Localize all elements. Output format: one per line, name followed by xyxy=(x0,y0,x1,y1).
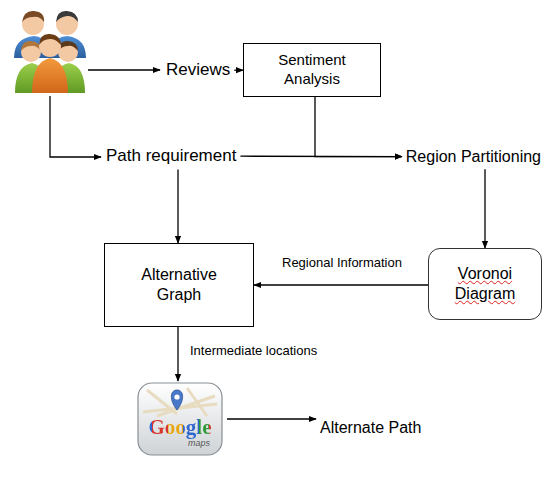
process-box: Sentiment Analysis xyxy=(243,43,381,97)
edge-label: Regional Information xyxy=(280,255,404,271)
flow-arrow xyxy=(254,284,428,285)
node-text: Region Partitioning xyxy=(406,147,541,166)
node-text: Reviews xyxy=(166,60,230,80)
person-hair xyxy=(21,41,41,51)
person-hair xyxy=(22,11,44,22)
node-text: Voronoi Diagram xyxy=(447,264,523,304)
flow-arrow xyxy=(234,70,243,71)
person-hair xyxy=(39,34,61,45)
process-box: Alternative Graph xyxy=(104,243,254,327)
logo-subtext: maps xyxy=(181,439,217,449)
flow-arrow xyxy=(240,156,401,158)
flow-text: Path requirement xyxy=(106,146,236,166)
flow-arrow xyxy=(227,418,316,419)
rounded-box: Voronoi Diagram xyxy=(428,248,542,320)
people-arrow xyxy=(88,69,160,70)
people-arrow xyxy=(50,96,101,157)
flow-text: Alternate Path xyxy=(320,418,421,437)
people-icon xyxy=(14,11,86,93)
icon-tile xyxy=(138,383,222,455)
flow-arrow xyxy=(177,327,178,381)
node-text: Alternative Graph xyxy=(119,265,239,305)
node-text: Path requirement xyxy=(106,146,236,166)
edge-label: Intermediate locations xyxy=(188,343,319,359)
flow-text: Region Partitioning xyxy=(406,147,541,166)
node-text: Sentiment Analysis xyxy=(262,51,362,89)
google-maps-icon: Googlemaps xyxy=(137,382,223,456)
map-pin xyxy=(171,390,182,410)
person-body xyxy=(32,58,68,93)
person-hair xyxy=(56,11,78,22)
flow-arrow xyxy=(484,169,485,248)
node-text: Alternate Path xyxy=(320,418,421,437)
person-hair xyxy=(58,41,78,51)
logo-text: Google xyxy=(137,416,223,439)
map-road xyxy=(157,396,215,416)
flow-arrow xyxy=(315,97,402,157)
flow-text: Reviews xyxy=(166,60,230,80)
map-pin-dot xyxy=(174,394,179,399)
flow-arrow xyxy=(177,169,178,243)
